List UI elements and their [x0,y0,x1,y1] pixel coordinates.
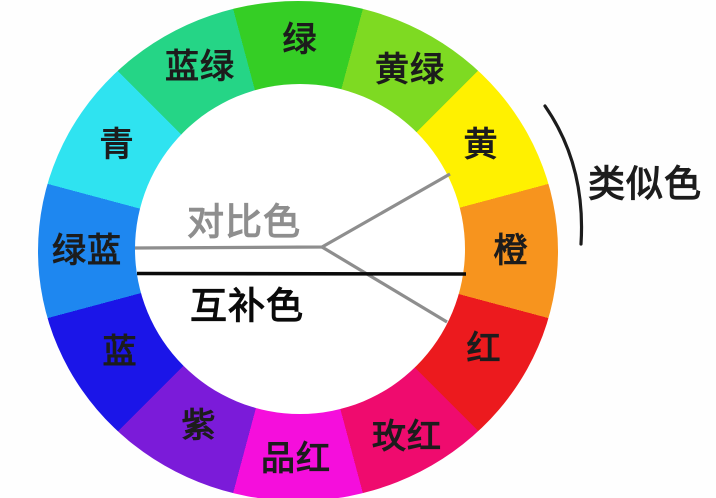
segment-label-yellow-green: 黄绿 [375,51,445,89]
analogous-label: 类似色 [588,163,702,205]
complementary-label: 互补色 [190,285,304,327]
segment-label-green-blue: 绿蓝 [52,232,122,270]
segment-label-green: 绿 [282,21,318,59]
segment-label-red: 红 [466,330,502,368]
segment-label-yellow: 黄 [463,126,499,164]
segment-label-blue-green: 蓝绿 [165,48,235,86]
contrast-label: 对比色 [187,201,301,243]
wheel-center [135,84,465,414]
segment-label-magenta: 品红 [261,440,331,478]
segment-label-cyan: 青 [99,126,135,164]
segment-label-orange: 橙 [493,232,529,270]
segment-label-blue: 蓝 [102,333,138,371]
segment-label-rose-red: 玫红 [372,418,442,456]
segment-label-purple: 紫 [181,407,217,445]
